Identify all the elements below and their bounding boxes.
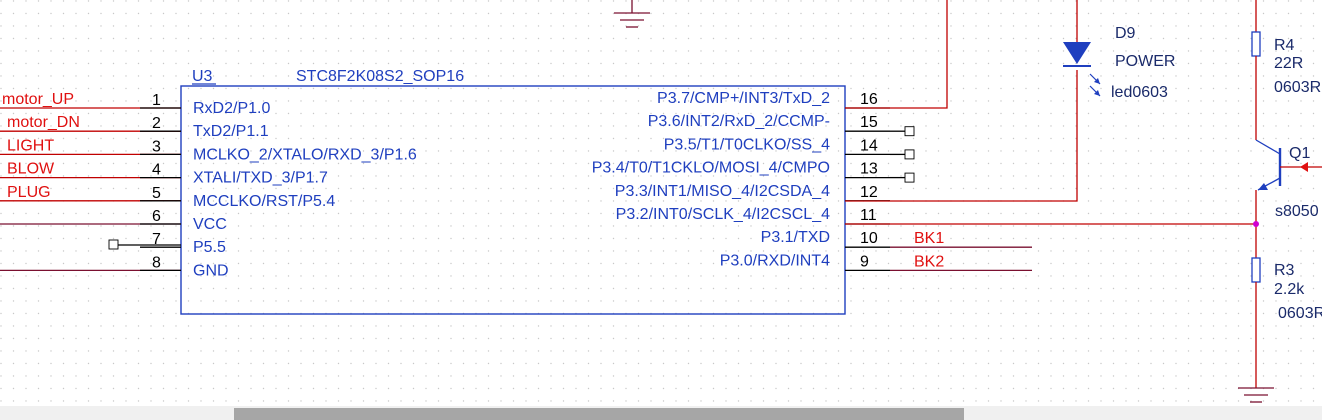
grid-background — [0, 0, 1322, 406]
r3-ref: R3 — [1274, 262, 1295, 279]
left-pin-7-number: 7 — [152, 231, 161, 248]
led-value: POWER — [1115, 53, 1175, 70]
left-pin-5-number: 5 — [152, 185, 161, 202]
left-pin-group: 1 RxD2/P1.0 motor_UP 2 TxD2/P1.1 motor_DN 3 MCL… — [0, 91, 417, 279]
left-pin-8-name: GND — [193, 262, 229, 279]
chip-body[interactable] — [180, 85, 846, 315]
led-d9[interactable] — [1063, 0, 1101, 97]
right-pin-16-name: P3.7/CMP+/INT3/TxD_2 — [657, 90, 830, 107]
left-pin-3-number: 3 — [152, 138, 161, 155]
left-pin-7-name: P5.5 — [193, 239, 226, 256]
left-pin-1-number: 1 — [152, 92, 161, 109]
right-pin-14-number: 14 — [860, 137, 878, 154]
r3-footprint: 0603R — [1278, 305, 1322, 322]
scrollbar-thumb[interactable] — [234, 408, 964, 420]
right-pin-9-number: 9 — [860, 253, 869, 270]
r3-value: 2.2k — [1274, 281, 1305, 298]
q1-part: s8050 — [1275, 203, 1319, 220]
left-pin-6-number: 6 — [152, 208, 161, 225]
right-pin-12-name: P3.3/INT1/MISO_4/I2CSDA_4 — [615, 183, 830, 200]
noconnect-pin-14 — [904, 149, 915, 160]
right-pin-11-name: P3.2/INT0/SCLK_4/I2CSCL_4 — [616, 206, 830, 223]
right-pin-12-number: 12 — [860, 184, 878, 201]
left-pin-5-name: MCCLKO/RST/P5.4 — [193, 193, 335, 210]
wire-pin12-led — [845, 70, 1078, 202]
q1-ref: Q1 — [1289, 145, 1310, 162]
left-pin-4-net-label: BLOW — [7, 161, 55, 178]
ground-symbol-bottom — [1238, 387, 1274, 403]
r4-ref: R4 — [1274, 37, 1295, 54]
right-pin-16-number: 16 — [860, 91, 878, 108]
r4-value: 22R — [1274, 55, 1303, 72]
right-pin-13-number: 13 — [860, 161, 878, 178]
noconnect-pin-7 — [108, 239, 119, 250]
left-pin-8-number: 8 — [152, 254, 161, 271]
wire-pin16 — [845, 0, 948, 109]
left-pin-3-name: MCLKO_2/XTALO/RXD_3/P1.6 — [193, 146, 417, 163]
right-pin-9-net-label: BK2 — [914, 253, 944, 270]
noconnect-pin-15 — [904, 126, 915, 137]
right-pin-13-name: P3.4/T0/T1CKLO/MOSI_4/CMPO — [592, 160, 830, 177]
right-pin-11-number: 11 — [860, 207, 877, 224]
chip-part-name: STC8F2K08S2_SOP16 — [296, 68, 464, 85]
chip-ref: U3 — [192, 68, 213, 85]
right-pin-9-name: P3.0/RXD/INT4 — [720, 252, 830, 269]
right-pin-15-name: P3.6/INT2/RxD_2/CCMP- — [648, 113, 830, 130]
ground-symbol-top — [614, 0, 650, 28]
right-pin-14-name: P3.5/T1/T0CLKO/SS_4 — [664, 136, 830, 153]
left-pin-1-name: RxD2/P1.0 — [193, 100, 270, 117]
led-footprint: led0603 — [1111, 84, 1168, 101]
junction-dot — [1253, 221, 1259, 227]
left-pin-4-name: XTALI/TXD_3/P1.7 — [193, 170, 328, 187]
left-pin-3-net-label: LIGHT — [7, 137, 54, 154]
left-pin-2-name: TxD2/P1.1 — [193, 123, 269, 140]
left-pin-1-net-label: motor_UP — [2, 91, 74, 108]
left-pin-5-net-label: PLUG — [7, 184, 51, 201]
led-ref: D9 — [1115, 25, 1136, 42]
r4-footprint: 0603R — [1274, 79, 1321, 96]
resistor-r3[interactable] — [1251, 257, 1261, 388]
noconnect-pin-13 — [904, 172, 915, 183]
right-pin-15-number: 15 — [860, 114, 878, 131]
right-pin-10-net-label: BK1 — [914, 230, 944, 247]
left-pin-2-net-label: motor_DN — [7, 114, 80, 131]
left-pin-2-number: 2 — [152, 115, 161, 132]
right-pin-10-name: P3.1/TXD — [761, 229, 830, 246]
resistor-r4[interactable] — [1251, 0, 1261, 140]
left-pin-6-name: VCC — [193, 216, 227, 233]
right-pin-10-number: 10 — [860, 230, 878, 247]
left-pin-4-number: 4 — [152, 162, 161, 179]
